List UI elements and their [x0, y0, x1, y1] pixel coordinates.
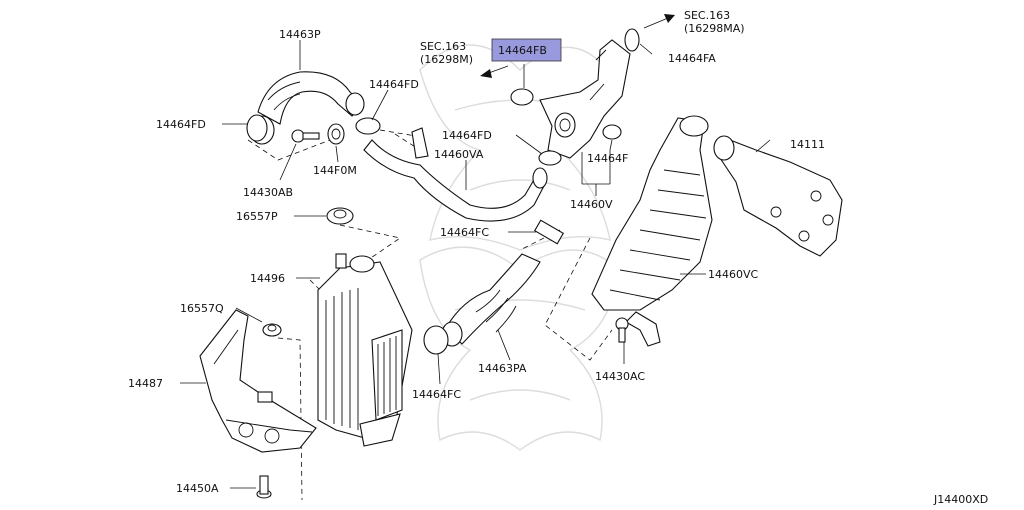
label-14487[interactable]: 14487 — [128, 377, 163, 390]
intercooler-14496 — [317, 253, 413, 447]
bolt-14430AC — [615, 317, 629, 343]
label-14464FD-left[interactable]: 14464FD — [156, 118, 206, 131]
label-14463PA[interactable]: 14463PA — [478, 362, 527, 375]
label-14460VA[interactable]: 14460VA — [434, 148, 484, 161]
arrow-to-sec163-right — [643, 14, 675, 29]
label-14450A[interactable]: 14450A — [176, 482, 219, 495]
sec-ref-right-code: (16298MA) — [684, 22, 745, 35]
bracket-14487 — [199, 309, 317, 453]
clamp-14464F — [602, 124, 622, 140]
grommet-144F0M — [327, 123, 345, 145]
label-16557P[interactable]: 16557P — [236, 210, 278, 223]
watermark-emblem — [419, 44, 621, 451]
label-14464FD-upper[interactable]: 14464FD — [369, 78, 419, 91]
clamp-14464FB — [510, 88, 534, 106]
bolt-14450A — [256, 475, 272, 499]
arrow-to-sec163-left — [480, 65, 509, 78]
sec-ref-left-code: (16298M) — [420, 53, 473, 66]
label-14464FC-upper[interactable]: 14464FC — [440, 226, 489, 239]
diagram-code: J14400XD — [933, 493, 988, 506]
clamp-14464FD-left — [246, 114, 268, 142]
label-14464FB[interactable]: 14464FB — [498, 44, 547, 57]
highlight-box — [491, 38, 562, 62]
label-14463P[interactable]: 14463P — [279, 28, 321, 41]
label-14460V[interactable]: 14460V — [570, 198, 613, 211]
clamp-14464FC-lower — [423, 325, 449, 355]
sec-ref-left[interactable]: SEC.163 — [420, 40, 466, 53]
label-14430AC[interactable]: 14430AC — [595, 370, 645, 383]
label-14460VC[interactable]: 14460VC — [708, 268, 759, 281]
label-14430AB[interactable]: 14430AB — [243, 186, 293, 199]
label-14111[interactable]: 14111 — [790, 138, 825, 151]
label-14464F[interactable]: 14464F — [587, 152, 628, 165]
sec-ref-right[interactable]: SEC.163 — [684, 9, 730, 22]
grommet-16557Q — [262, 323, 282, 337]
clamp-14464FD-upper — [355, 117, 381, 135]
clamp-14464FA — [624, 28, 640, 52]
bolt-14430AB — [291, 129, 320, 143]
label-14496[interactable]: 14496 — [250, 272, 285, 285]
leader-lines — [180, 40, 771, 489]
grommet-16557P — [326, 207, 354, 225]
label-144F0M[interactable]: 144F0M — [313, 164, 357, 177]
label-14464FD-lower[interactable]: 14464FD — [442, 129, 492, 142]
label-14464FA[interactable]: 14464FA — [668, 52, 716, 65]
pipe-14460V — [539, 39, 631, 159]
clamp-14464FD-lower — [538, 150, 562, 166]
air-duct-14460VC — [591, 115, 713, 347]
label-14464FC-lower[interactable]: 14464FC — [412, 388, 461, 401]
pipe-14460VA — [363, 127, 548, 222]
label-16557Q[interactable]: 16557Q — [180, 302, 224, 315]
outlet-14111 — [713, 135, 843, 257]
clamp-14464FC-upper — [533, 219, 565, 245]
